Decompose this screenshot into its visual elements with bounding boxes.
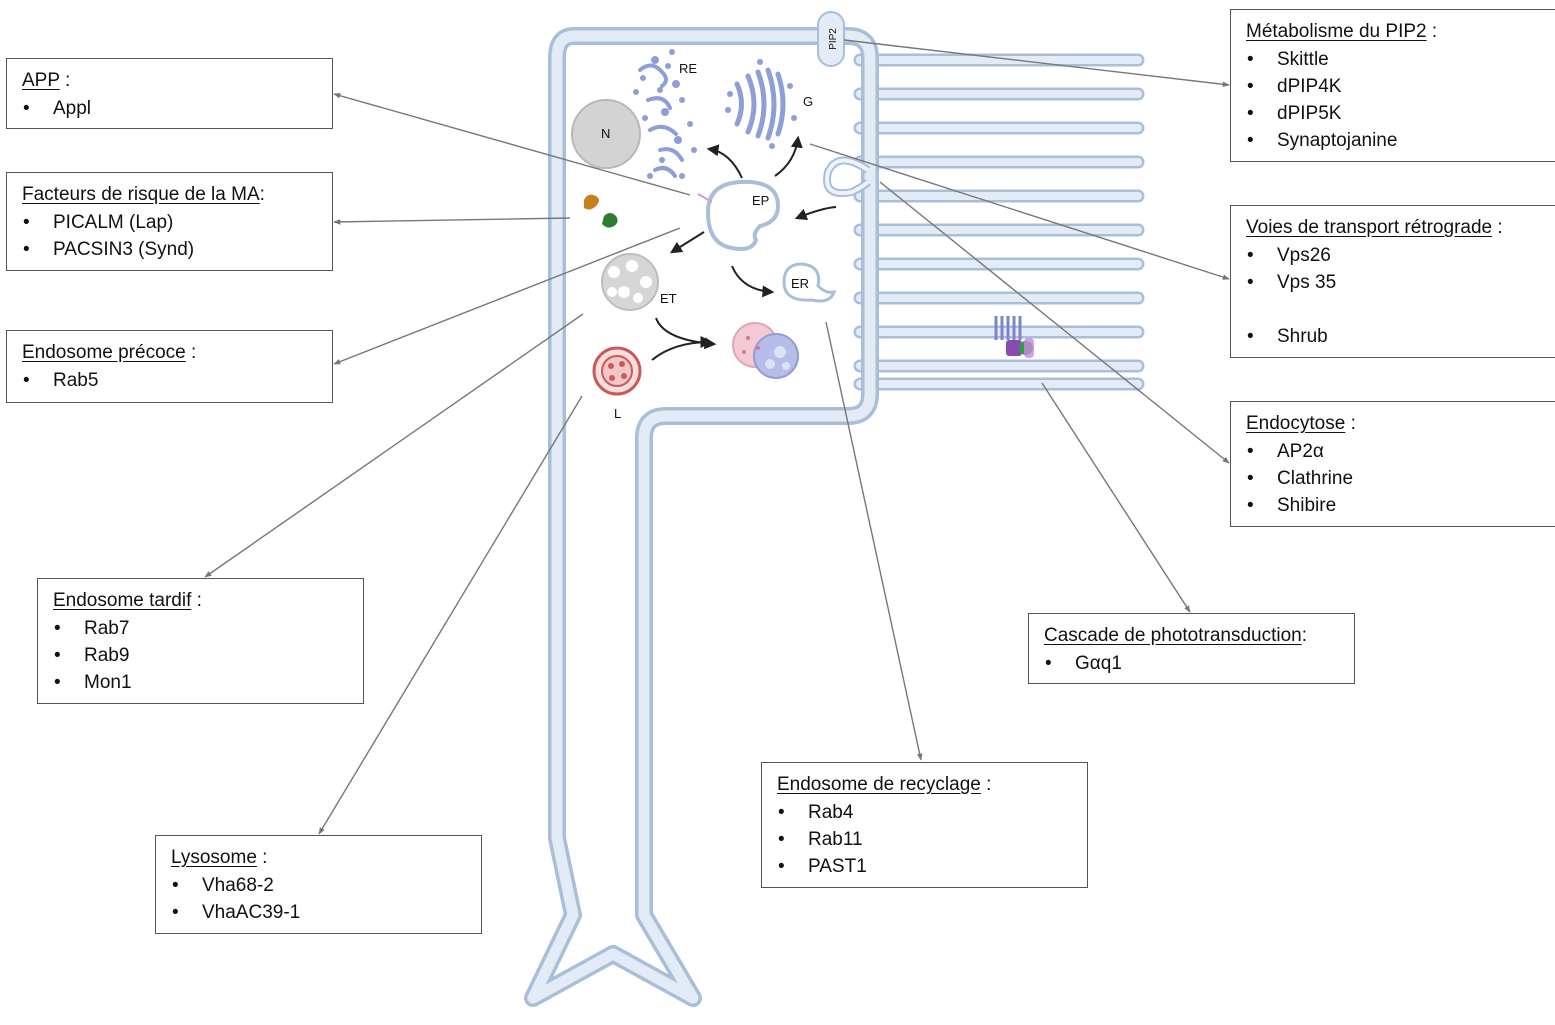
- list-item: AP2α: [1246, 438, 1541, 465]
- list-item: Gαq1: [1044, 650, 1340, 677]
- box-endosome-tardif-title: Endosome tardif: [53, 590, 192, 611]
- box-app-list: Appl: [22, 95, 318, 122]
- recycling-endosome-label: ER: [791, 276, 809, 291]
- endoplasmic-reticulum: RE: [633, 49, 697, 179]
- box-lysosome-list: Vha68-2 VhaAC39-1: [171, 872, 467, 926]
- box-transport-retrograde-list: Vps26 Vps 35 Shrub: [1246, 242, 1541, 350]
- nucleus-label: N: [601, 126, 610, 141]
- box-endosome-tardif-list: Rab7 Rab9 Mon1: [53, 615, 349, 696]
- list-item: Vps 35: [1246, 269, 1541, 296]
- list-item: Appl: [22, 95, 318, 122]
- late-endosome: ET: [601, 253, 677, 311]
- box-metabolisme-pip2-title: Métabolisme du PIP2: [1246, 21, 1427, 42]
- recycling-endosome: ER: [782, 262, 837, 303]
- box-endocytose-title: Endocytose: [1246, 413, 1346, 434]
- lysosome: L: [592, 346, 642, 421]
- list-item: PICALM (Lap): [22, 209, 318, 236]
- box-metabolisme-pip2-list: Skittle dPIP4K dPIP5K Synaptojanine: [1246, 46, 1541, 154]
- nucleus: N: [571, 99, 641, 169]
- box-endosome-recyclage: Endosome de recyclage : Rab4 Rab11 PAST1: [761, 762, 1088, 888]
- cell-membrane: [524, 27, 879, 1007]
- golgi-label: G: [803, 94, 813, 109]
- list-item: dPIP5K: [1246, 100, 1541, 127]
- box-app-title: APP: [22, 70, 60, 91]
- list-item: Vps26: [1246, 242, 1541, 269]
- box-endosome-precoce: Endosome précoce : Rab5: [6, 330, 333, 403]
- box-endosome-recyclage-list: Rab4 Rab11 PAST1: [777, 799, 1073, 880]
- box-endosome-precoce-title: Endosome précoce: [22, 342, 186, 363]
- list-item: Rab5: [22, 367, 318, 394]
- list-item: dPIP4K: [1246, 73, 1541, 100]
- box-metabolisme-pip2: Métabolisme du PIP2 : Skittle dPIP4K dPI…: [1230, 9, 1555, 162]
- box-endocytose-list: AP2α Clathrine Shibire: [1246, 438, 1541, 519]
- lysosome-label: L: [614, 406, 621, 421]
- list-item: Rab7: [53, 615, 349, 642]
- box-endosome-recyclage-title: Endosome de recyclage: [777, 774, 981, 795]
- early-endosome-label: EP: [752, 193, 769, 208]
- box-phototransduction: Cascade de phototransduction: Gαq1: [1028, 613, 1355, 684]
- list-item: Vha68-2: [171, 872, 467, 899]
- late-endosome-label: ET: [660, 291, 677, 306]
- reticulum-label: RE: [679, 61, 697, 76]
- list-item: Rab11: [777, 826, 1073, 853]
- pip2-label: PIP2: [828, 28, 839, 50]
- list-item: VhaAC39-1: [171, 899, 467, 926]
- box-phototransduction-list: Gαq1: [1044, 650, 1340, 677]
- trafficking-arrows: [651, 135, 837, 361]
- box-lysosome: Lysosome : Vha68-2 VhaAC39-1: [155, 835, 482, 934]
- box-facteurs-risque-list: PICALM (Lap) PACSIN3 (Synd): [22, 209, 318, 263]
- list-item: Shibire: [1246, 492, 1541, 519]
- golgi-apparatus: G: [725, 59, 813, 149]
- box-endocytose: Endocytose : AP2α Clathrine Shibire: [1230, 401, 1555, 527]
- endolysosome: [732, 322, 799, 379]
- list-item: Shrub: [1246, 323, 1541, 350]
- rhodopsin-gq-complex: [994, 316, 1034, 358]
- box-app: APP : Appl: [6, 58, 333, 129]
- list-item: PACSIN3 (Synd): [22, 236, 318, 263]
- list-item: PAST1: [777, 853, 1073, 880]
- early-endosome: EP: [697, 179, 781, 251]
- box-endosome-tardif: Endosome tardif : Rab7 Rab9 Mon1: [37, 578, 364, 704]
- box-endosome-precoce-list: Rab5: [22, 367, 318, 394]
- list-item: Clathrine: [1246, 465, 1541, 492]
- list-item: Rab9: [53, 642, 349, 669]
- rhabdomere-microvilli: [853, 53, 1145, 391]
- connector-arrows: [204, 39, 1230, 835]
- box-phototransduction-title: Cascade de phototransduction: [1044, 625, 1302, 646]
- list-item: Rab4: [777, 799, 1073, 826]
- box-facteurs-risque: Facteurs de risque de la MA: PICALM (Lap…: [6, 172, 333, 271]
- list-item: Synaptojanine: [1246, 127, 1541, 154]
- list-item: Skittle: [1246, 46, 1541, 73]
- risk-factor-proteins: [584, 194, 618, 228]
- box-transport-retrograde-title: Voies de transport rétrograde: [1246, 217, 1493, 238]
- box-lysosome-title: Lysosome: [171, 847, 257, 868]
- list-item: Mon1: [53, 669, 349, 696]
- pip2-lipid: PIP2: [817, 11, 845, 67]
- box-facteurs-risque-title: Facteurs de risque de la MA: [22, 184, 260, 205]
- box-transport-retrograde: Voies de transport rétrograde : Vps26 Vp…: [1230, 205, 1555, 358]
